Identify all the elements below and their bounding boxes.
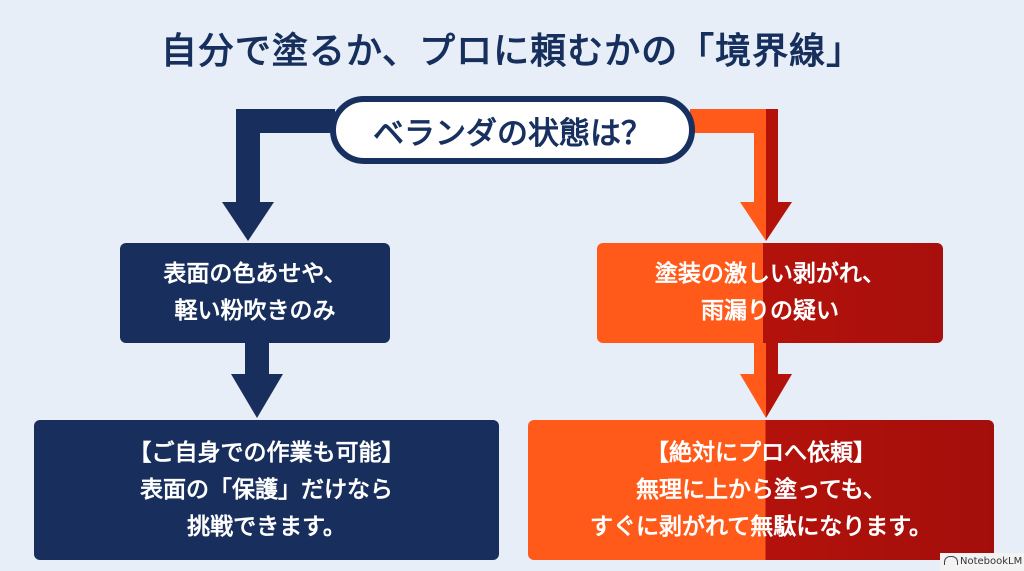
right-result-box: 【絶対にプロへ依頼】 無理に上から塗っても、 すぐに剥がれて無駄になります。 (528, 420, 994, 560)
right-result-line-2: 無理に上から塗っても、 (635, 476, 886, 503)
page-title: 自分で塗るか、プロに頼むかの「境界線」 (160, 31, 864, 72)
right-condition-line-2: 雨漏りの疑い (701, 298, 839, 324)
right-condition-line-1: 塗装の激しい剥がれ、 (654, 261, 886, 287)
left-condition-line-1: 表面の色あせや、 (163, 261, 347, 287)
right-branch-arrowhead-right (766, 202, 792, 241)
notebooklm-logo-icon (944, 556, 958, 565)
right-result-line-3: すぐに剥がれて無駄になります。 (589, 513, 932, 540)
right-result-connector-orange (754, 342, 766, 375)
question-node: ベランダの状態は？ (330, 96, 695, 164)
right-branch-connector-red-down (766, 109, 778, 203)
right-result-arrowhead-left (740, 374, 766, 418)
right-result-arrowhead-right (766, 374, 792, 418)
left-result-line-2: 表面の「保護」だけなら (140, 476, 393, 503)
watermark-label: NotebookLM (960, 556, 1023, 567)
left-condition-line-2: 軽い粉吹きのみ (174, 298, 336, 324)
left-result-arrowhead (231, 374, 283, 418)
notebooklm-watermark: NotebookLM (940, 553, 1024, 571)
left-result-line-1: 【ご自身での作業も可能】 (128, 439, 405, 466)
left-branch-connector (236, 109, 335, 202)
left-branch-arrowhead (222, 202, 274, 241)
right-result-connector-red (766, 342, 778, 375)
right-result-line-1: 【絶対にプロへ依頼】 (646, 439, 876, 466)
right-branch-connector-orange-down (754, 109, 766, 203)
right-condition-box: 塗装の激しい剥がれ、 雨漏りの疑い (597, 243, 943, 343)
left-result-box: 【ご自身での作業も可能】 表面の「保護」だけなら 挑戦できます。 (34, 420, 499, 560)
left-result-line-3: 挑戦できます。 (187, 513, 346, 540)
right-branch-arrowhead-left (740, 202, 766, 241)
left-condition-box: 表面の色あせや、 軽い粉吹きのみ (120, 243, 390, 343)
